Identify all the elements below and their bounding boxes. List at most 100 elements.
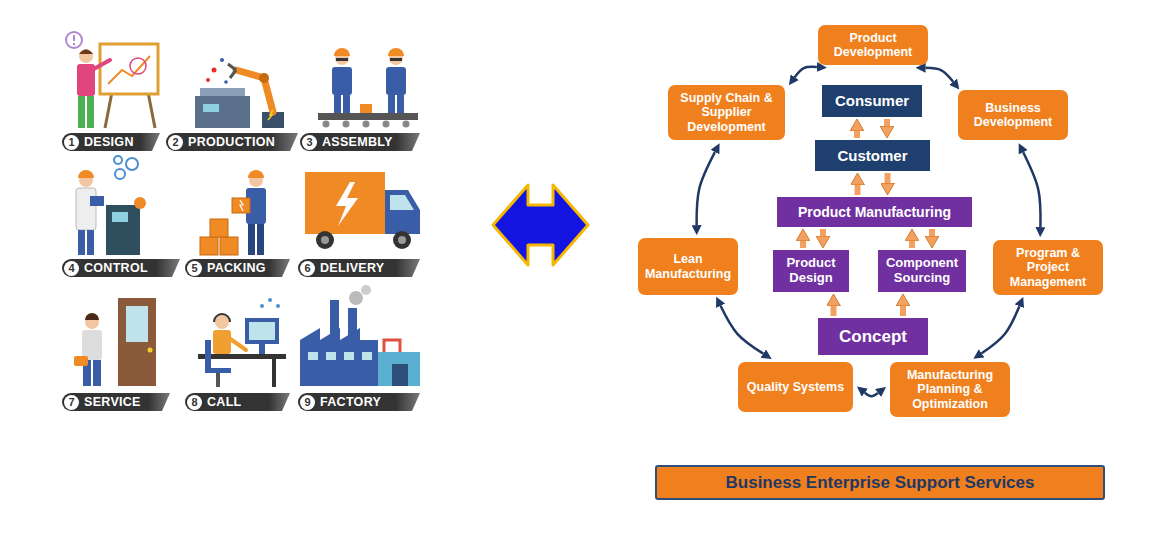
cycle-arrow [697, 152, 715, 225]
call-icon-part [268, 298, 272, 302]
packing-icon-part [240, 200, 243, 211]
factory-icon-part [308, 352, 372, 360]
step-label: CALL [207, 395, 242, 409]
box-label: Product Design [778, 256, 844, 286]
process-box: Product Design [773, 250, 849, 292]
service-icon-part [74, 356, 88, 366]
step-label: PACKING [207, 261, 266, 275]
packing-icon-part-part [210, 219, 228, 237]
cycle-arrow [865, 393, 878, 397]
box-label: Product Manufacturing [798, 204, 951, 220]
control-icon-part [106, 205, 140, 255]
step-banner: 7SERVICE [62, 393, 170, 411]
delivery-icon-part [385, 190, 420, 234]
factory-icon-part [392, 364, 408, 386]
assembly-icon-part [332, 67, 406, 113]
box-label: Product Development [823, 31, 923, 60]
service-icon-part [93, 360, 101, 386]
process-box: Product Manufacturing [777, 197, 972, 227]
step-banner: 3 ASSEMBLY [300, 133, 420, 151]
service-icon-part [82, 330, 102, 360]
step-number: 4 [64, 261, 79, 276]
stakeholder-box: Consumer [822, 85, 922, 117]
call-icon-part [249, 322, 275, 340]
design-icon-part [66, 32, 82, 48]
design-icon-part [78, 96, 85, 128]
design-icon-part [73, 43, 75, 45]
control-icon-part [90, 196, 104, 206]
box-label: Concept [839, 327, 907, 347]
assembly-icon-part-part [334, 95, 341, 113]
packing-icon-part [248, 170, 264, 178]
step-number: 8 [187, 395, 202, 410]
control-icon-part [78, 230, 85, 255]
factory-icon-part [378, 352, 420, 386]
control-icon-part [126, 158, 138, 170]
factory-icon-part [300, 328, 378, 386]
call-icon-part [216, 373, 220, 387]
design-icon-part [130, 58, 146, 74]
production-icon-part [259, 73, 269, 83]
assembly-icon-part-part [388, 48, 404, 56]
factory-icon-part-part [326, 352, 336, 360]
service-box: Program & Project Management [993, 240, 1103, 295]
service-box: Lean Manufacturing [638, 238, 738, 295]
flow-arrow [909, 241, 915, 248]
step-number: 6 [300, 261, 315, 276]
step-label: ASSEMBLY [322, 135, 393, 149]
service-icon-part [85, 313, 99, 320]
call-icon [198, 298, 286, 387]
packing-icon-part [248, 224, 255, 255]
flow-arrow [854, 131, 860, 138]
flow-arrow [900, 306, 906, 316]
service-box: Business Development [958, 90, 1068, 140]
production-icon-part [224, 80, 228, 84]
assembly-icon-part-part [336, 58, 348, 61]
flow-arrow [929, 229, 935, 236]
design-icon-part [79, 49, 93, 63]
delivery-icon-part [316, 231, 334, 249]
double-arrow [493, 185, 588, 265]
cycle-arrow [1023, 152, 1040, 227]
step-banner: 5PACKING [185, 259, 290, 277]
cycle-arrow [926, 68, 954, 82]
service-icon-part [118, 298, 156, 386]
step-label: PRODUCTION [188, 135, 275, 149]
step-label: DELIVERY [320, 261, 384, 275]
call-icon-part [215, 315, 229, 329]
flow-arrow [820, 229, 826, 236]
step-banner: 9FACTORY [298, 393, 420, 411]
delivery-icon-part [336, 182, 358, 226]
control-icon-part [112, 212, 128, 222]
design-icon-part [108, 56, 150, 84]
assembly-icon-part-part [332, 67, 352, 95]
call-icon-part [198, 354, 286, 359]
footer-bar: Business Enterprise Support Services [655, 465, 1105, 500]
step-banner: 6 DELIVERY [298, 259, 420, 277]
box-label: Customer [837, 147, 907, 164]
step-number: 3 [302, 135, 317, 150]
assembly-icon-part-part [397, 95, 404, 113]
delivery-icon-part [305, 172, 385, 234]
call-icon-part [214, 314, 230, 322]
service-icon [74, 298, 156, 386]
design-icon [66, 32, 158, 128]
step-label: SERVICE [84, 395, 141, 409]
call-icon-part [260, 304, 264, 308]
step-label: DESIGN [84, 135, 134, 149]
production-icon-part [236, 70, 273, 112]
step-number: 2 [168, 135, 183, 150]
packing-icon-part [257, 224, 264, 255]
factory-icon [300, 285, 420, 386]
factory-icon-part [361, 285, 371, 295]
flow-arrow [885, 173, 891, 183]
control-icon [76, 156, 146, 255]
factory-icon-part [349, 291, 363, 305]
assembly-icon-part-part [390, 58, 402, 61]
packing-icon [200, 170, 266, 255]
box-label: Consumer [835, 92, 909, 109]
service-box: Manufacturing Planning & Optimization [890, 362, 1010, 417]
delivery-icon [305, 172, 420, 249]
assembly-icon-part [318, 113, 418, 120]
